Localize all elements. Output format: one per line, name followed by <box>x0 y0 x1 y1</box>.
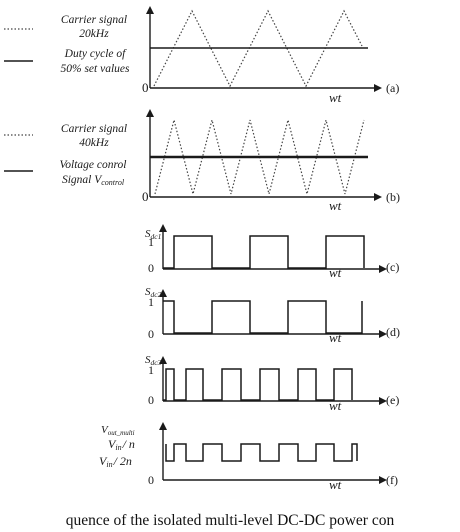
panel-b-axis-label: wt <box>329 198 342 213</box>
panel-d-pulse-waveform <box>163 300 363 334</box>
panel-b-legend-control-line2: Signal Vcontrol <box>62 174 125 187</box>
panel-e-one-label: 1 <box>148 363 154 377</box>
panel-d-signal-main: S <box>145 286 151 298</box>
panel-a-zero-label: 0 <box>142 80 149 95</box>
panel-f-signal-main: V <box>101 424 109 436</box>
panel-e-zero-label: 0 <box>148 393 154 407</box>
panel-f-level-low-sub: in <box>106 460 112 469</box>
panel-f-zero-label: 0 <box>148 473 154 487</box>
panel-e-label: (e) <box>386 393 399 407</box>
panel-d-label: (d) <box>386 325 400 339</box>
panel-a-legend-carrier-line1: Carrier signal <box>61 14 127 26</box>
panel-a: 0 wt (a) Carrier signal 20kHz Duty cycle… <box>4 6 399 105</box>
figure-caption: quence of the isolated multi-level DC-DC… <box>65 512 395 529</box>
panel-d: Sdc2 1 0 wt (d) <box>145 286 400 345</box>
panel-b-zero-label: 0 <box>142 189 149 204</box>
panel-a-legend-carrier-line2: 20kHz <box>79 28 109 40</box>
panel-c-label: (c) <box>386 260 399 274</box>
panel-a-legend-duty-line1: Duty cycle of <box>64 48 127 60</box>
panel-f: Vout_multi Vin/ n Vin/ 2n 0 wt (f) <box>99 422 398 492</box>
panel-d-one-label: 1 <box>148 295 154 309</box>
panel-f-level-high-suffix: / n <box>122 437 135 451</box>
panel-a-axis-label: wt <box>329 90 342 105</box>
panel-e-signal-sub: dc3 <box>151 358 162 367</box>
panel-b-legend-control-line1: Voltage conrol <box>60 159 127 171</box>
panel-f-level-high-label: Vin/ n <box>108 437 135 452</box>
panel-f-level-high-main: V <box>108 437 117 451</box>
panel-f-level-low-main: V <box>99 454 108 468</box>
panel-f-signal-sub: out_multi <box>108 429 135 437</box>
panel-e: Sdc3 1 0 wt (e) <box>145 354 399 413</box>
panel-d-signal-sub: dc2 <box>151 290 162 299</box>
panel-f-level-low-suffix: / 2n <box>113 454 132 468</box>
panel-c-signal-sub: dc1 <box>151 232 162 241</box>
panel-d-zero-label: 0 <box>148 327 154 341</box>
panel-b-legend-carrier-line2: 40kHz <box>79 137 109 149</box>
panel-f-label: (f) <box>386 473 398 487</box>
panel-e-signal-main: S <box>145 354 151 366</box>
panel-f-level-low-label: Vin/ 2n <box>99 454 132 469</box>
panel-f-signal-label: Vout_multi <box>101 424 135 437</box>
panel-d-signal-label: Sdc2 <box>145 286 162 299</box>
panel-f-axis-label: wt <box>329 477 342 492</box>
panel-c-pulse-waveform <box>163 235 365 269</box>
panel-e-pulse-waveform <box>163 368 353 401</box>
panel-b: 0 wt (b) Carrier signal 40kHz Voltage co… <box>4 109 400 213</box>
panel-f-output-waveform <box>165 443 358 462</box>
panel-c-signal-main: S <box>145 228 151 240</box>
panel-c-zero-label: 0 <box>148 261 154 275</box>
panel-b-legend-carrier-line1: Carrier signal <box>61 123 127 135</box>
panel-f-level-high-sub: in <box>115 443 121 452</box>
panel-c-axis-label: wt <box>329 265 342 280</box>
panel-e-signal-label: Sdc3 <box>145 354 162 367</box>
panel-a-label: (a) <box>386 81 399 95</box>
panel-b-legend-control-main: Signal V <box>62 174 103 186</box>
timing-diagram: 0 wt (a) Carrier signal 20kHz Duty cycle… <box>4 6 400 492</box>
panel-c: Sdc1 1 0 wt (c) <box>145 224 399 280</box>
panel-a-carrier-waveform <box>153 9 363 88</box>
panel-c-one-label: 1 <box>148 235 154 249</box>
panel-e-axis-label: wt <box>329 398 342 413</box>
panel-b-label: (b) <box>386 190 400 204</box>
panel-b-legend-control-sub: control <box>101 178 125 187</box>
panel-a-legend-duty-line2: 50% set values <box>61 63 131 75</box>
panel-c-signal-label: Sdc1 <box>145 228 161 241</box>
